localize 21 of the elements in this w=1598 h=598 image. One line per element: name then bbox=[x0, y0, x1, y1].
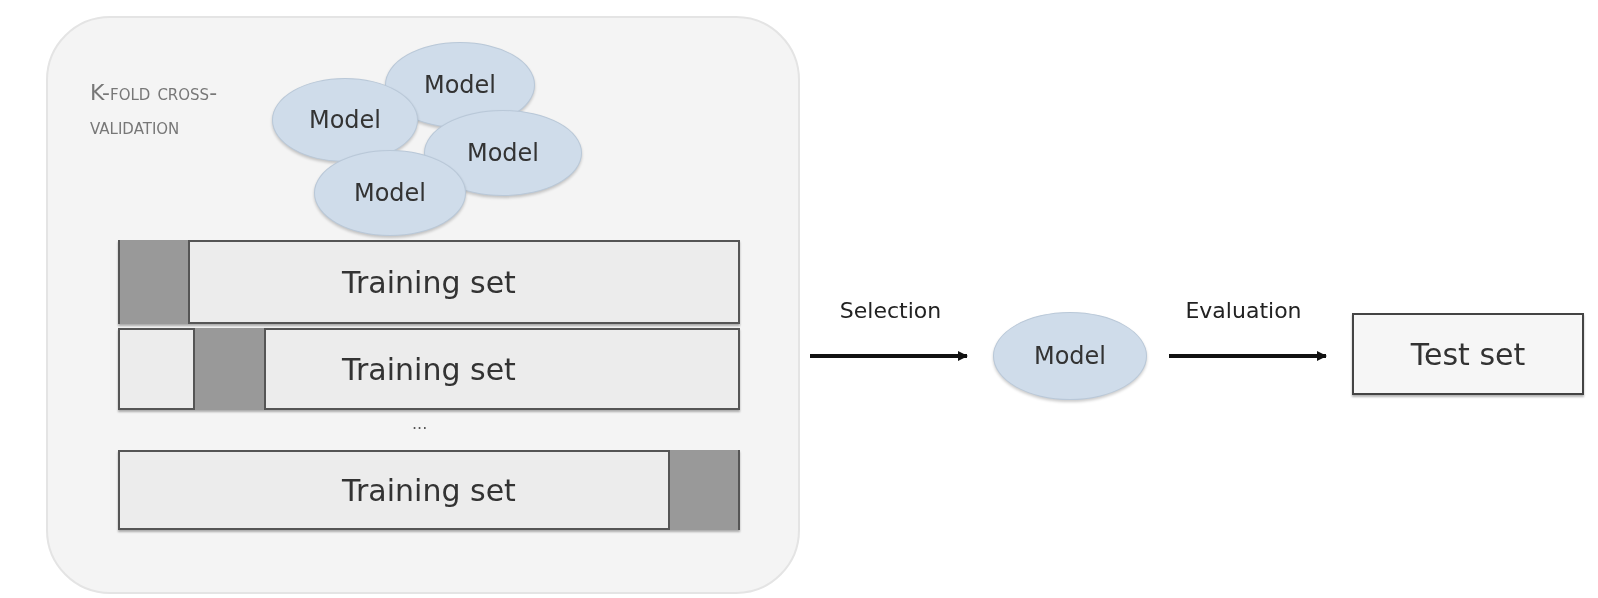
node-label: Model bbox=[308, 106, 382, 134]
node-label: Test set bbox=[1410, 336, 1526, 372]
ellipsis-label: ... bbox=[412, 414, 428, 433]
validation-fold-block bbox=[193, 328, 266, 410]
node-label: Training set bbox=[342, 264, 516, 300]
validation-fold-block bbox=[668, 450, 740, 530]
cross-validation-panel bbox=[46, 16, 800, 594]
arrow bbox=[1169, 351, 1327, 361]
node-label: Model bbox=[423, 71, 497, 99]
training-set-bar bbox=[118, 240, 740, 324]
node-label: Training set bbox=[342, 351, 516, 387]
training-set-bar bbox=[118, 328, 740, 410]
training-set-bar bbox=[118, 450, 740, 530]
arrow bbox=[810, 351, 968, 361]
validation-fold-block bbox=[118, 240, 190, 324]
node-label: Training set bbox=[342, 472, 516, 508]
panel-heading: K-fold cross-validation bbox=[90, 79, 219, 141]
test-set-box bbox=[1352, 313, 1584, 395]
node-label: Model bbox=[466, 139, 540, 167]
node-label: Model bbox=[353, 179, 427, 207]
node-label: Model bbox=[1033, 342, 1107, 370]
